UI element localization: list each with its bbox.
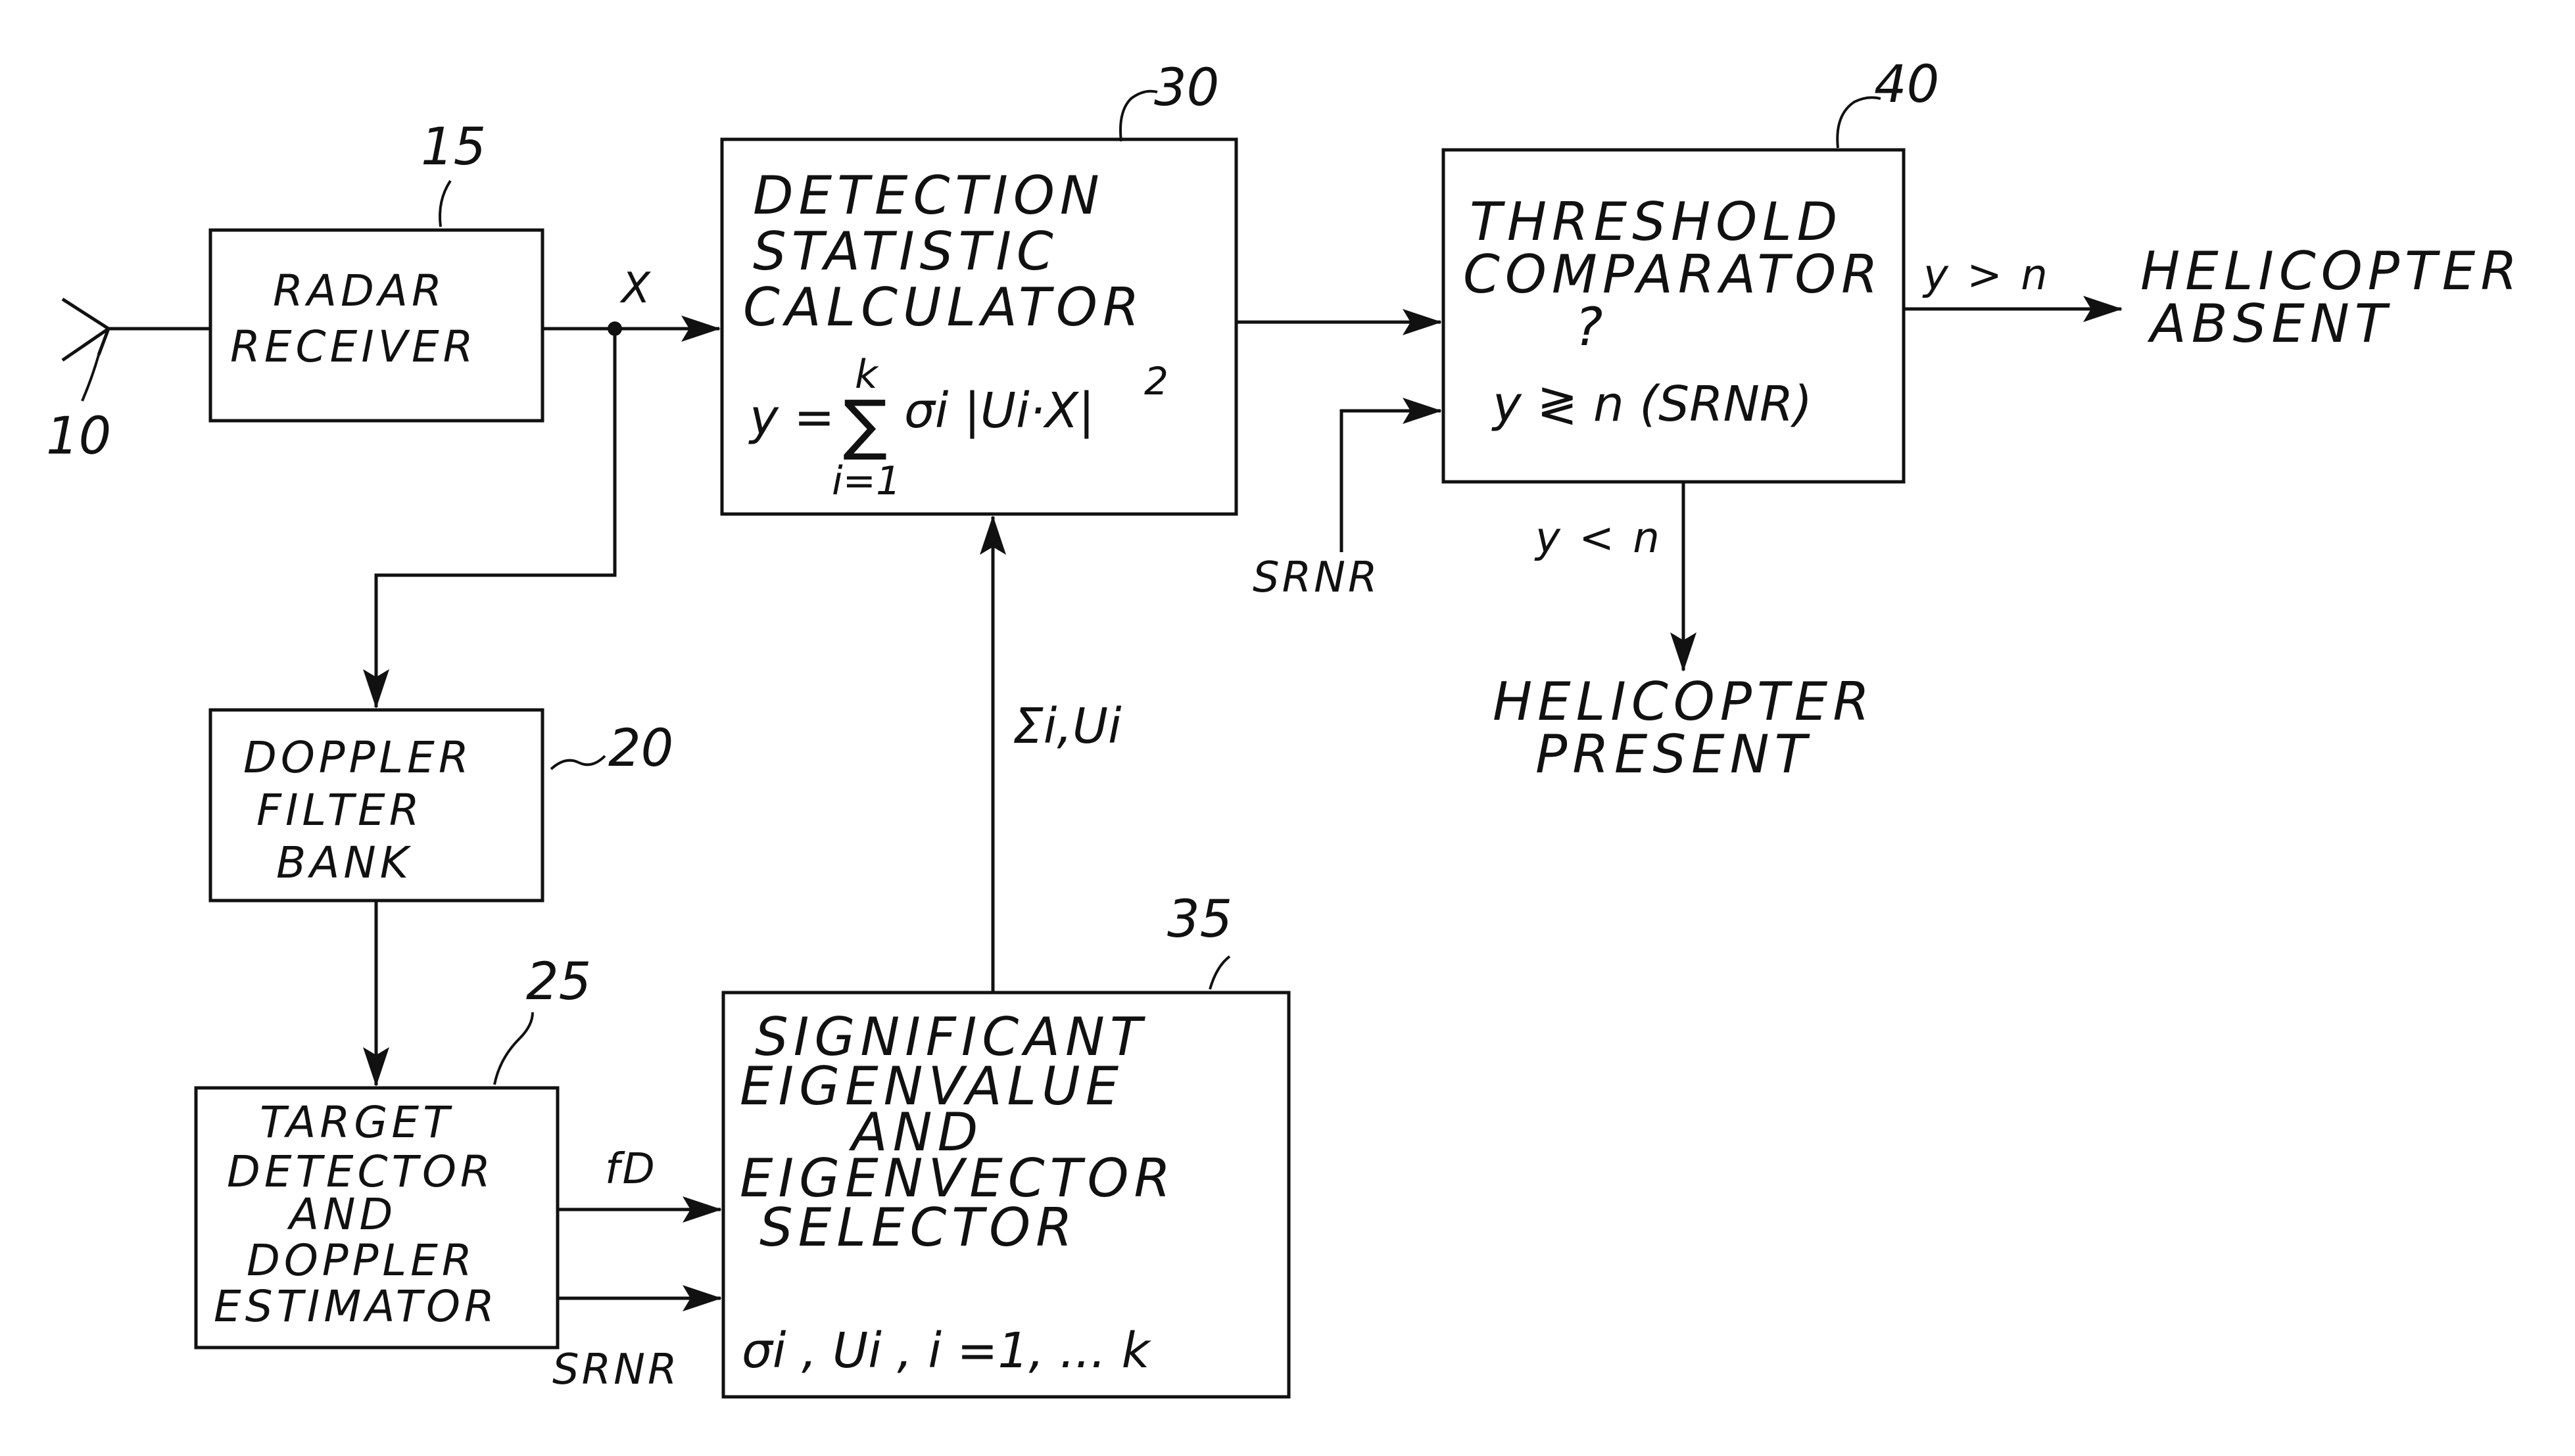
radar-receiver-line2: RECEIVER — [230, 321, 477, 372]
antenna-symbol — [62, 299, 108, 360]
detection-calculator-ref: 30 — [1154, 59, 1219, 118]
formula-lhs: y = — [748, 389, 834, 446]
target-detector-line3: AND — [287, 1189, 397, 1240]
signal-eigen-out-label: Σi,Ui — [1013, 698, 1122, 755]
signal-srnr-label: SRNR — [552, 1346, 679, 1394]
formula-sum-sign: ∑ — [843, 386, 887, 463]
target-detector-ref: 25 — [526, 952, 591, 1012]
threshold-comparator-compare: y ≷ n (SRNR) — [1491, 376, 1812, 433]
radar-receiver-ref-leader — [440, 181, 450, 227]
formula-term: σi |Ui·X| — [904, 383, 1095, 439]
signal-fd-label: fD — [605, 1145, 658, 1194]
doppler-filter-bank-line1: DOPPLER — [243, 732, 473, 783]
threshold-comparator-line2: COMPARATOR — [1463, 244, 1883, 305]
signal-less-label: y < n — [1534, 514, 1662, 563]
doppler-filter-bank-line3: BANK — [276, 837, 412, 888]
eigen-selector-ref-leader — [1210, 956, 1230, 989]
signal-greater-label: y > n — [1922, 251, 2050, 300]
threshold-comparator-ref: 40 — [1874, 55, 1939, 114]
formula-power: 2 — [1144, 359, 1168, 404]
detection-calculator-ref-leader — [1120, 91, 1157, 141]
antenna: 10 — [46, 299, 111, 466]
radar-receiver-line1: RADAR — [273, 266, 446, 316]
radar-receiver-block: RADAR RECEIVER 15 — [210, 118, 542, 421]
doppler-filter-bank-ref-leader — [551, 756, 605, 769]
outcome-present-line2: PRESENT — [1535, 724, 1812, 785]
detection-calculator-line2: STATISTIC — [753, 221, 1059, 282]
eigen-selector-output: σi , Ui , i =1, ... k — [742, 1323, 1152, 1379]
target-detector-line4: DOPPLER — [247, 1235, 476, 1286]
doppler-filter-bank-block: DOPPLER FILTER BANK 20 — [210, 710, 673, 901]
antenna-ref-leader — [82, 355, 99, 401]
formula-lower-limit: i=1 — [832, 458, 901, 504]
signal-srnr-side-label: SRNR — [1253, 553, 1380, 602]
threshold-comparator-block: THRESHOLD COMPARATOR ? y ≷ n (SRNR) 40 — [1443, 55, 1939, 482]
detection-calculator-line3: CALCULATOR — [743, 277, 1144, 338]
target-detector-line1: TARGET — [260, 1097, 453, 1148]
doppler-filter-bank-ref: 20 — [608, 719, 673, 778]
target-detector-line5: ESTIMATOR — [214, 1281, 498, 1332]
radar-receiver-ref: 15 — [421, 118, 486, 177]
target-detector-block: TARGET DETECTOR AND DOPPLER ESTIMATOR 25 — [196, 952, 591, 1348]
eigen-selector-ref: 35 — [1167, 890, 1232, 949]
signal-x-label: X — [619, 264, 653, 313]
target-detector-ref-leader — [494, 1012, 533, 1085]
detection-calculator-block: DETECTION STATISTIC CALCULATOR y = k ∑ i… — [722, 59, 1236, 514]
wire-srnr-comparator — [1341, 411, 1441, 552]
doppler-filter-bank-line2: FILTER — [256, 785, 423, 835]
eigen-selector-block: SIGNIFICANT EIGENVALUE AND EIGENVECTOR S… — [723, 890, 1289, 1397]
threshold-comparator-question: ? — [1575, 296, 1608, 358]
eigen-selector-line5: SELECTOR — [759, 1197, 1078, 1258]
outcome-absent-line2: ABSENT — [2147, 293, 2392, 354]
antenna-ref: 10 — [46, 407, 111, 466]
detection-calculator-line1: DETECTION — [753, 165, 1105, 226]
